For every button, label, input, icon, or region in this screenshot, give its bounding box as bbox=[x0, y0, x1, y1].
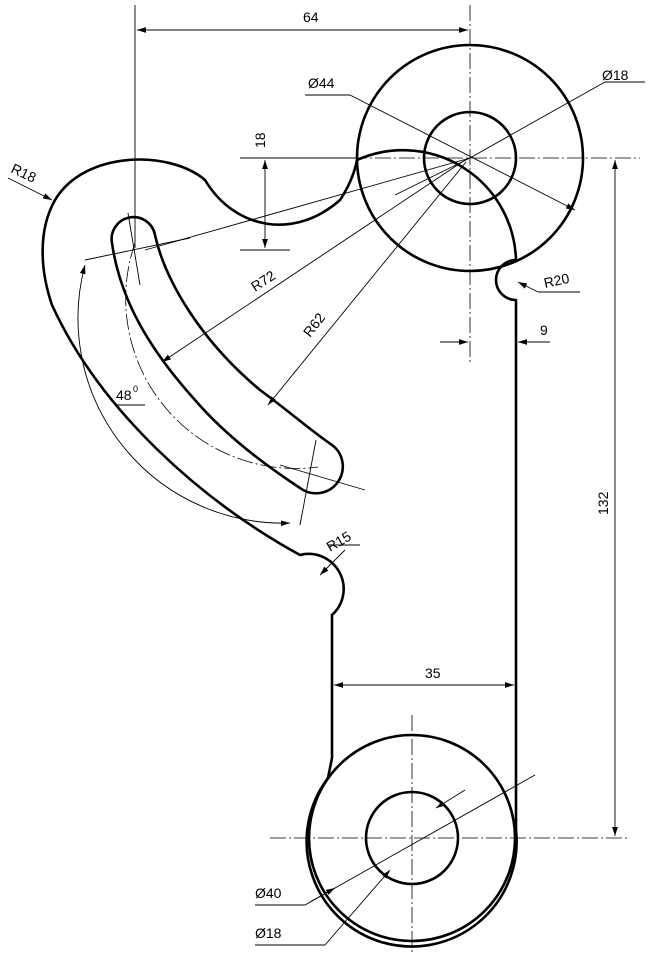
dim-dia44-label: Ø44 bbox=[308, 75, 335, 91]
dimension-lines bbox=[7, 5, 618, 946]
center-lines bbox=[84, 5, 645, 955]
top-hole-circle bbox=[422, 110, 518, 206]
dim-64-label: 64 bbox=[303, 9, 319, 25]
dim-132-label: 132 bbox=[595, 491, 611, 515]
dim-35-label: 35 bbox=[425, 665, 441, 681]
dim-r20-label: R20 bbox=[542, 270, 571, 291]
dim-dia40-label: Ø40 bbox=[255, 885, 282, 901]
dim-48-label: 48 bbox=[116, 387, 132, 403]
dim-9-label: 9 bbox=[540, 322, 548, 338]
bottom-hole-circle bbox=[364, 790, 460, 886]
dim-r18-label: R18 bbox=[9, 160, 39, 185]
dim-dia18-top-label: Ø18 bbox=[602, 67, 629, 83]
dim-48-degree-mark: 0 bbox=[133, 384, 138, 394]
dim-dia18-bottom-label: Ø18 bbox=[255, 925, 282, 941]
dim-r62-label: R62 bbox=[300, 310, 329, 340]
dim-r72-label: R72 bbox=[248, 267, 278, 295]
dimension-labels: 64 18 Ø44 Ø18 R18 R72 R62 R20 9 48 0 R15… bbox=[9, 9, 629, 941]
part-outline bbox=[41, 43, 585, 948]
bottom-hub-outer-circle bbox=[307, 733, 517, 943]
dim-r15-label: R15 bbox=[324, 528, 354, 555]
dim-18-label: 18 bbox=[252, 132, 268, 148]
